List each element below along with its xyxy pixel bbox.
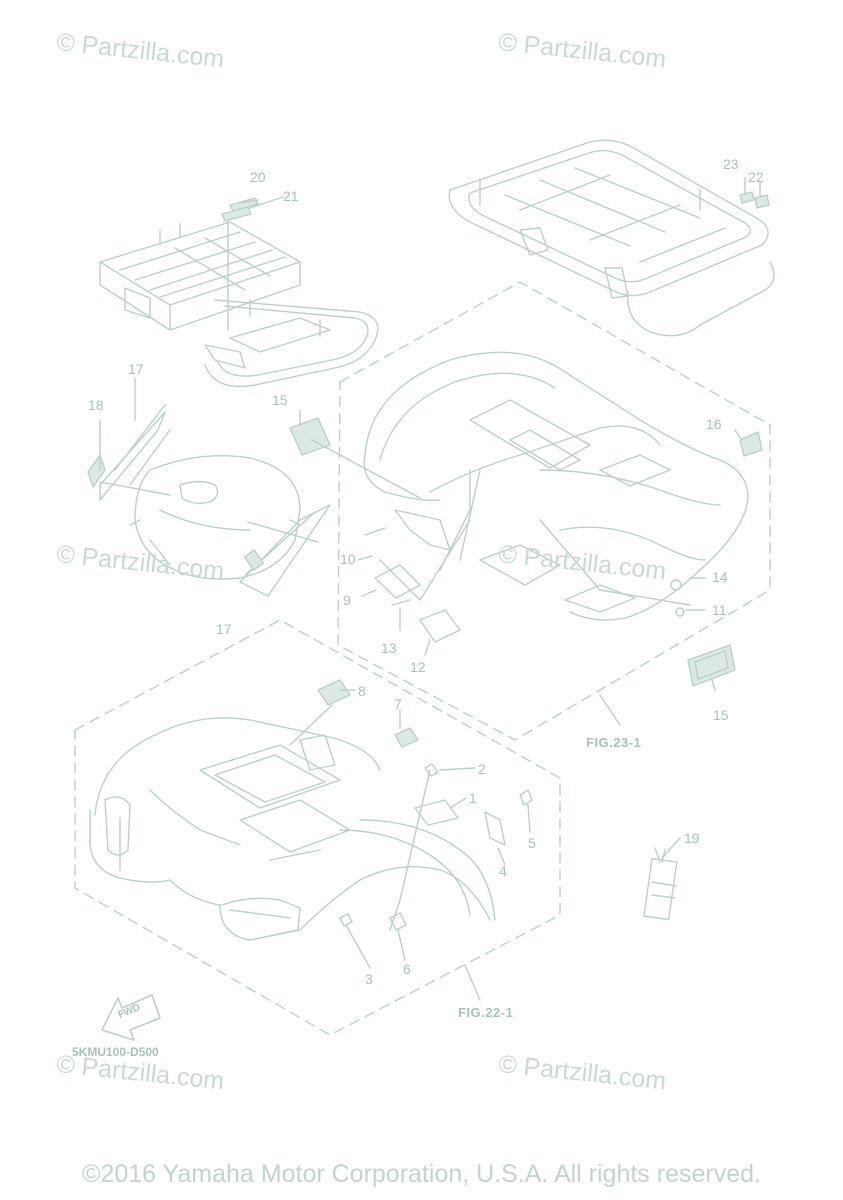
callout-19: 19 [684, 830, 700, 846]
callout-12: 12 [410, 659, 426, 675]
diagram-code: 5KMU100-D500 [72, 1045, 159, 1059]
callout-20: 20 [250, 169, 266, 185]
callout-6: 6 [403, 961, 411, 977]
callout-15-top: 15 [272, 392, 288, 408]
callout-23: 23 [723, 156, 739, 172]
callout-18: 18 [88, 397, 104, 413]
callout-17-bottom: 17 [216, 621, 232, 637]
front-rack [99, 221, 379, 388]
callout-5: 5 [528, 835, 536, 851]
rear-rack [448, 139, 775, 337]
decal-15b [687, 644, 736, 687]
decal-18 [99, 411, 166, 501]
callout-13: 13 [381, 640, 397, 656]
callout-15-bottom: 15 [713, 707, 729, 723]
callout-9: 9 [343, 592, 351, 608]
warning-tag [643, 847, 678, 921]
fig-ref-23[interactable]: FIG.23-1 [586, 735, 642, 750]
tank-cover [129, 455, 301, 580]
callout-10: 10 [340, 551, 356, 567]
callout-11: 11 [712, 602, 727, 618]
callout-1: 1 [469, 790, 477, 806]
callout-21: 21 [283, 188, 299, 204]
decal-15a [289, 417, 331, 456]
rear-fender [363, 351, 749, 621]
callout-2: 2 [478, 761, 486, 777]
callout-4: 4 [499, 863, 507, 879]
copyright-notice: ©2016 Yamaha Motor Corporation, U.S.A. A… [82, 1160, 761, 1188]
callout-17-top: 17 [128, 361, 144, 377]
side-decal [239, 504, 331, 597]
fwd-arrow-icon [101, 994, 161, 1041]
callout-8: 8 [358, 683, 366, 699]
fig23-dashed-box [337, 281, 771, 741]
fig-ref-22[interactable]: FIG.22-1 [458, 1005, 514, 1020]
callout-16: 16 [706, 416, 722, 432]
callout-7: 7 [394, 696, 402, 712]
callout-14: 14 [712, 569, 728, 585]
front-fender [89, 717, 496, 941]
fig22-dashed-box [74, 619, 561, 1036]
callout-3: 3 [365, 971, 373, 987]
callout-22: 22 [748, 169, 764, 185]
